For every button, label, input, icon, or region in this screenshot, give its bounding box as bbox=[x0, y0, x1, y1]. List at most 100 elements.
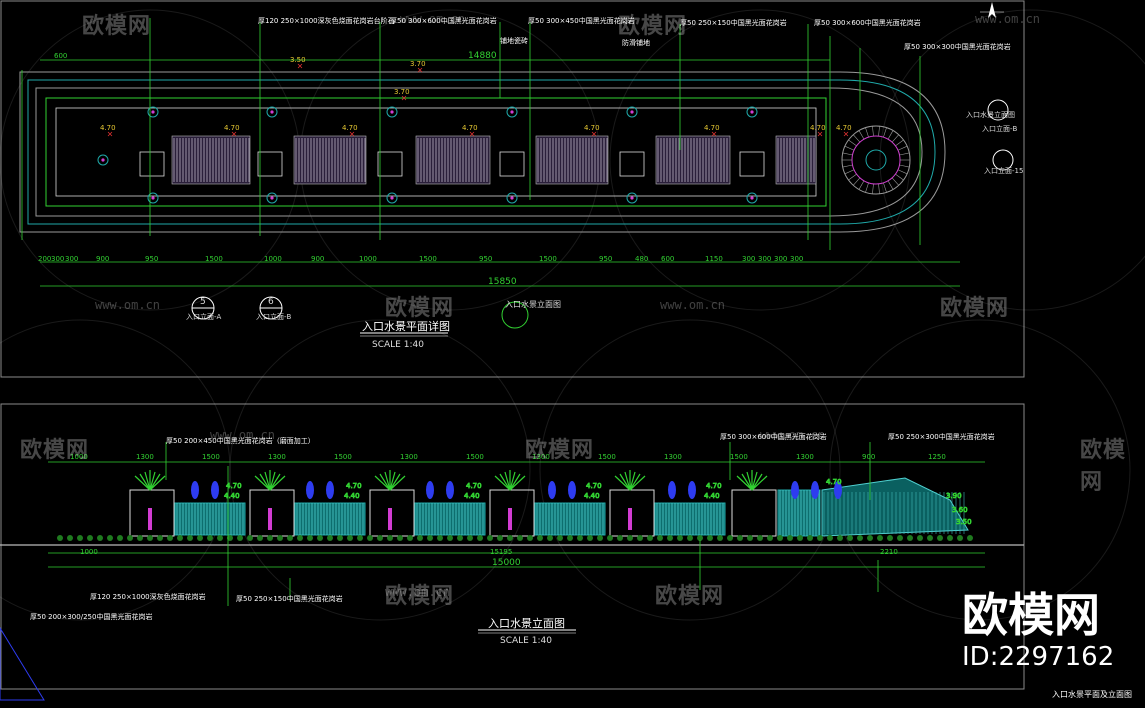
plan-grate bbox=[171, 135, 251, 185]
elev-ground-shrub bbox=[357, 535, 363, 541]
plan-fountain-jet-core bbox=[270, 196, 274, 200]
elev-ground-shrub bbox=[127, 535, 133, 541]
elev-plant-leaf bbox=[624, 471, 631, 491]
plan-fountain-jet bbox=[266, 106, 278, 118]
elev-ground-shrub bbox=[177, 535, 183, 541]
elev-lamp bbox=[508, 508, 512, 530]
watermark-brand: 欧模网 bbox=[618, 14, 688, 39]
elev-ground-shrub bbox=[927, 535, 933, 541]
elev-shrub bbox=[191, 481, 199, 499]
plan-dim-label: 600 bbox=[661, 255, 675, 263]
plan-planter-box bbox=[257, 151, 283, 177]
plan-fountain-jet-core bbox=[750, 196, 754, 200]
plan-dim-label: 950 bbox=[479, 255, 493, 263]
elev-dim-label: 1300 bbox=[532, 453, 550, 461]
plan-fountain-jet bbox=[506, 106, 518, 118]
elev-ground-shrub bbox=[367, 535, 373, 541]
plan-fountain-jet bbox=[147, 192, 159, 204]
elev-plant-leaf bbox=[751, 473, 763, 491]
watermark-url: www.om.cn bbox=[975, 12, 1041, 26]
elev-ground-shrub bbox=[297, 535, 303, 541]
elev-ground-shrub bbox=[547, 535, 553, 541]
elev-ground-shrub bbox=[867, 535, 873, 541]
elev-cascade bbox=[821, 477, 969, 537]
watermark-brand: 欧模网 bbox=[655, 584, 725, 609]
plan-elev-mark: 4.70 bbox=[810, 124, 826, 132]
elev-ground-shrub bbox=[787, 535, 793, 541]
elev-dim-label: 1500 bbox=[730, 453, 748, 461]
plan-elev-cross bbox=[711, 131, 717, 137]
elev-ground-shrub bbox=[607, 535, 613, 541]
elev-plant-leaf bbox=[374, 475, 391, 491]
plan-planter-box bbox=[499, 151, 525, 177]
elev-ground-shrub bbox=[257, 535, 263, 541]
plan-elev-mark: 4.70 bbox=[704, 124, 720, 132]
elev-ground-shrub bbox=[737, 535, 743, 541]
elev-dim-label: 1000 bbox=[80, 548, 98, 556]
elev-elev-mark: 4.70 bbox=[466, 482, 482, 490]
plan-fountain-jet bbox=[266, 192, 278, 204]
elev-plant-leaf bbox=[259, 473, 271, 491]
plan-elev-cross bbox=[401, 95, 407, 101]
elev-ground-shrub bbox=[557, 535, 563, 541]
plan-fountain-jet-core bbox=[750, 110, 754, 114]
elev-ground-shrub bbox=[227, 535, 233, 541]
plan-elev-cross bbox=[231, 131, 237, 137]
elev-plant-leaf bbox=[144, 471, 151, 491]
plan-dim-label: 900 bbox=[96, 255, 110, 263]
elev-ground-shrub bbox=[617, 535, 623, 541]
elev-dim-label: 2210 bbox=[880, 548, 898, 556]
plan-fountain-jet bbox=[746, 106, 758, 118]
elev-ground-shrub bbox=[907, 535, 913, 541]
elev-ground-shrub bbox=[767, 535, 773, 541]
elev-ground-shrub bbox=[87, 535, 93, 541]
watermark-brand: 欧模网 bbox=[525, 438, 595, 463]
elev-ground-shrub bbox=[627, 535, 633, 541]
elev-elev-mark: 4.70 bbox=[586, 482, 602, 490]
elev-elev-mark: 3.90 bbox=[946, 492, 962, 500]
elev-ground-shrub bbox=[517, 535, 523, 541]
plan-dim-label: 1000 bbox=[264, 255, 282, 263]
elev-elev-mark: 3.50 bbox=[956, 518, 972, 526]
elev-lamp bbox=[148, 508, 152, 530]
plan-callout-a-num: 5 bbox=[200, 297, 206, 307]
plan-elev-mark: 3.50 bbox=[290, 56, 306, 64]
plan-side-ref-3: 入口立面-15 bbox=[984, 167, 1024, 175]
elev-ground-shrub bbox=[267, 535, 273, 541]
plan-fountain-jet-core bbox=[101, 158, 105, 162]
elev-ground-shrub bbox=[247, 535, 253, 541]
elev-ground-shrub bbox=[637, 535, 643, 541]
watermark-url: www.om.cn bbox=[210, 428, 276, 442]
elev-dim-label: 900 bbox=[862, 453, 876, 461]
elev-ground-shrub bbox=[497, 535, 503, 541]
plan-elev-cross bbox=[107, 131, 113, 137]
elev-plant-leaf bbox=[751, 475, 768, 491]
elev-dim-label: 1300 bbox=[400, 453, 418, 461]
plan-dim-label: 300 bbox=[742, 255, 756, 263]
elev-ref-label: 入口水景立面图 bbox=[505, 300, 561, 309]
elev-ground-shrub bbox=[117, 535, 123, 541]
plan-fountain-jet-core bbox=[630, 110, 634, 114]
plan-elev-cross bbox=[297, 63, 303, 69]
elev-plant-leaf bbox=[629, 471, 636, 491]
watermark-url: www.om.cn bbox=[400, 12, 466, 26]
elev-ground-shrub bbox=[427, 535, 433, 541]
watermark-brand: 欧模网 bbox=[82, 14, 152, 39]
plan-planter-box bbox=[739, 151, 765, 177]
watermark-url: www.om.cn bbox=[760, 428, 826, 442]
elev-plant-leaf bbox=[736, 475, 753, 491]
elev-shrub bbox=[306, 481, 314, 499]
plan-fountain-jet-core bbox=[510, 110, 514, 114]
plan-elev-mark: 3.70 bbox=[394, 88, 410, 96]
elev-dim-label: 1000 bbox=[70, 453, 88, 461]
elev-shrub bbox=[211, 481, 219, 499]
elev-ground-shrub bbox=[777, 535, 783, 541]
plan-dim-label: 300 bbox=[51, 255, 65, 263]
elev-ground-shrub bbox=[877, 535, 883, 541]
elev-ground-shrub bbox=[657, 535, 663, 541]
elev-ground-shrub bbox=[397, 535, 403, 541]
plan-fountain-jet bbox=[386, 106, 398, 118]
elev-ground-shrub bbox=[337, 535, 343, 541]
